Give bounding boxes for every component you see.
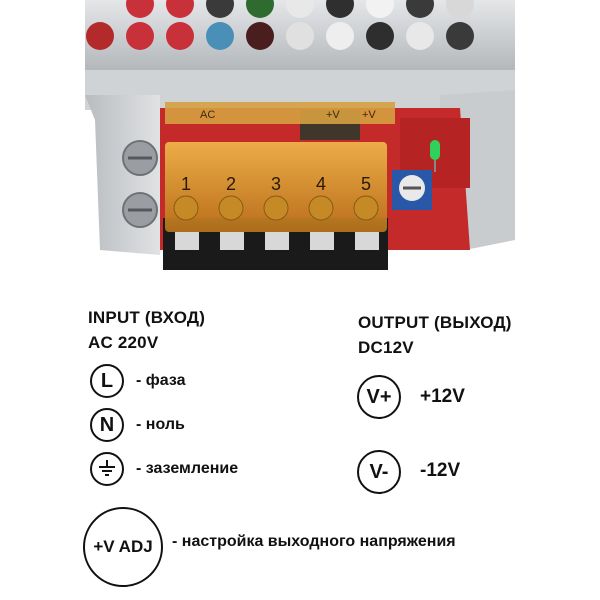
neutral-symbol-icon: N [90,408,124,442]
output-spec: DC12V [358,338,414,357]
terminal-number-1: 1 [181,174,191,194]
case-side-left [85,95,160,255]
ground-icon [90,452,124,486]
input-section-heading: INPUT (ВХОД) AC 220V [88,305,205,355]
neutral-label: - ноль [136,416,185,433]
v-adj-label: - настройка выходного напряжения [172,533,456,550]
terminal-number-2: 2 [226,174,236,194]
output-title: OUTPUT (ВЫХОД) [358,313,512,332]
vent-holes [86,0,474,50]
phase-label: - фаза [136,372,186,389]
ground-label: - заземление [136,460,239,477]
power-supply-photo: AC +V +V 1 2 3 4 5 [0,0,600,290]
v-plus-symbol-icon: V+ [357,375,401,419]
v-adj-symbol-icon: +V ADJ [83,507,163,587]
terminal-number-4: 4 [316,174,326,194]
cover-mark-ac: AC [200,109,215,121]
terminal-number-3: 3 [271,174,281,194]
led-icon [430,140,440,160]
phase-symbol-icon: L [90,364,124,398]
cover-mark-v1: +V [326,109,340,121]
v-minus-label: -12V [420,460,461,481]
cover-mark-v2: +V [362,109,376,121]
input-spec: AC 220V [88,333,159,352]
input-title: INPUT (ВХОД) [88,308,206,327]
terminal-number-5: 5 [361,174,371,194]
v-plus-label: +12V [420,386,465,407]
output-section-heading: OUTPUT (ВЫХОД) DC12V [358,310,512,360]
v-minus-symbol-icon: V- [357,450,401,494]
